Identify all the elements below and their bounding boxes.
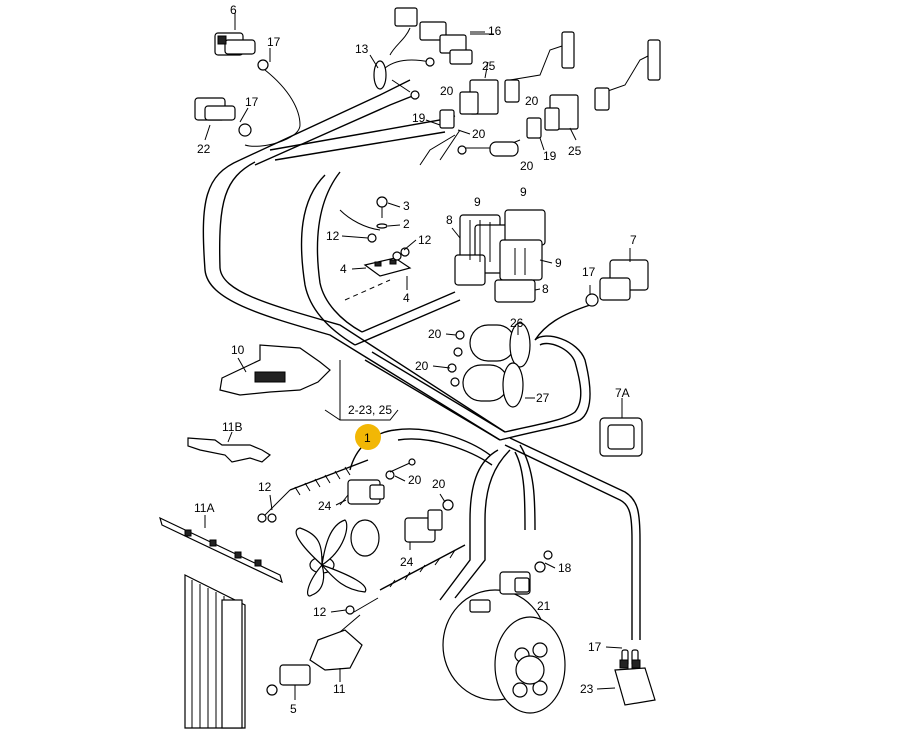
bracket-10 bbox=[219, 344, 331, 396]
callout-20-g[interactable]: 20 bbox=[408, 473, 422, 487]
bracket-2-23-25 bbox=[324, 409, 399, 421]
callout-17-mid[interactable]: 17 bbox=[245, 95, 259, 109]
callout-20-d[interactable]: 20 bbox=[520, 159, 534, 173]
callout-27[interactable]: 27 bbox=[536, 391, 550, 405]
connector-group-7-17 bbox=[585, 248, 649, 307]
callout-22[interactable]: 22 bbox=[197, 142, 211, 156]
main-harness bbox=[202, 79, 641, 640]
harness-1 bbox=[257, 459, 466, 615]
callout-20-h[interactable]: 20 bbox=[432, 477, 446, 491]
callout-2-23-25[interactable]: 2-23, 25 bbox=[348, 403, 392, 417]
callout-24-a[interactable]: 24 bbox=[318, 499, 332, 513]
callout-2[interactable]: 2 bbox=[403, 217, 410, 231]
callout-10[interactable]: 10 bbox=[231, 343, 245, 357]
callout-20-a[interactable]: 20 bbox=[440, 84, 454, 98]
module-24-upper bbox=[339, 458, 416, 506]
bar-11a bbox=[159, 515, 283, 584]
callout-11b[interactable]: 11B bbox=[222, 420, 242, 434]
callout-9-c[interactable]: 9 bbox=[555, 256, 562, 270]
callout-12-d[interactable]: 12 bbox=[313, 605, 327, 619]
selected-part-marker[interactable] bbox=[355, 424, 381, 450]
callout-12-a[interactable]: 12 bbox=[326, 229, 340, 243]
callout-20-c[interactable]: 20 bbox=[525, 94, 539, 108]
callout-9-b[interactable]: 9 bbox=[520, 185, 527, 199]
module-24-lower bbox=[404, 499, 454, 550]
callout-25-right[interactable]: 25 bbox=[568, 144, 582, 158]
callout-24-b[interactable]: 24 bbox=[400, 555, 414, 569]
callout-5[interactable]: 5 bbox=[290, 702, 297, 716]
compressor bbox=[442, 589, 566, 714]
connector-group-13-16 bbox=[369, 7, 485, 100]
callout-18[interactable]: 18 bbox=[558, 561, 572, 575]
callout-20-b[interactable]: 20 bbox=[472, 127, 486, 141]
capacitor-group-26-27 bbox=[447, 322, 535, 408]
callout-17-top[interactable]: 17 bbox=[267, 35, 281, 49]
callout-3[interactable]: 3 bbox=[403, 199, 410, 213]
strip-11b bbox=[187, 431, 272, 463]
fan bbox=[295, 519, 380, 597]
connector-7a bbox=[599, 398, 643, 457]
leader-lines bbox=[269, 33, 623, 690]
callout-12-c[interactable]: 12 bbox=[258, 480, 272, 494]
callout-8-b[interactable]: 8 bbox=[542, 282, 549, 296]
callout-19-b[interactable]: 19 bbox=[543, 149, 557, 163]
callout-23[interactable]: 23 bbox=[580, 682, 594, 696]
relay-box-area bbox=[339, 196, 546, 303]
callout-11a[interactable]: 11A bbox=[194, 501, 214, 515]
callout-6[interactable]: 6 bbox=[230, 3, 237, 17]
callout-4-a[interactable]: 4 bbox=[340, 262, 347, 276]
connector-17-23 bbox=[614, 649, 656, 706]
callout-12-b[interactable]: 12 bbox=[418, 233, 432, 247]
connector-group-19-20-25 bbox=[419, 31, 661, 166]
connector-group-6-17-22 bbox=[194, 13, 301, 147]
plug-11-5 bbox=[266, 614, 363, 700]
callout-1[interactable]: 1 bbox=[364, 431, 371, 445]
radiator bbox=[184, 574, 246, 729]
connector-21-18 bbox=[499, 550, 553, 595]
callout-11[interactable]: 11 bbox=[333, 682, 346, 696]
callout-20-e[interactable]: 20 bbox=[428, 327, 442, 341]
callout-21[interactable]: 21 bbox=[537, 599, 551, 613]
callout-25-top[interactable]: 25 bbox=[482, 59, 496, 73]
callout-26[interactable]: 26 bbox=[510, 316, 524, 330]
callout-9-a[interactable]: 9 bbox=[474, 195, 481, 209]
callout-7a[interactable]: 7A bbox=[615, 386, 630, 400]
callout-17-right[interactable]: 17 bbox=[582, 265, 596, 279]
callout-labels: 6 17 17 22 13 16 25 20 19 20 20 19 20 25… bbox=[194, 3, 637, 716]
callout-8-a[interactable]: 8 bbox=[446, 213, 453, 227]
callout-17-bottom[interactable]: 17 bbox=[588, 640, 602, 654]
callout-19-a[interactable]: 19 bbox=[412, 111, 426, 125]
callout-7[interactable]: 7 bbox=[630, 233, 637, 247]
callout-13[interactable]: 13 bbox=[355, 42, 369, 56]
callout-20-f[interactable]: 20 bbox=[415, 359, 429, 373]
callout-4-b[interactable]: 4 bbox=[403, 291, 410, 305]
callout-16[interactable]: 16 bbox=[488, 24, 502, 38]
